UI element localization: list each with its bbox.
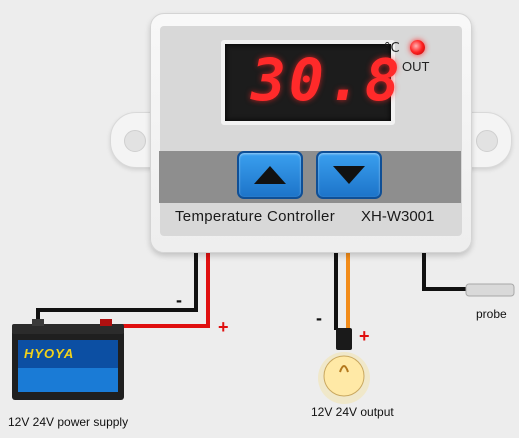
power-negative-wire (36, 252, 198, 325)
led-display: 30.8 (221, 40, 400, 125)
product-name: Temperature Controller (175, 208, 335, 225)
unit-label: °C (384, 41, 400, 56)
mounting-hole (124, 130, 146, 152)
down-button[interactable] (316, 151, 382, 199)
triangle-up-icon (254, 166, 286, 184)
output-indicator-label: OUT (402, 59, 430, 74)
probe-wire (422, 252, 466, 291)
power-positive-wire (108, 252, 210, 328)
light-bulb (318, 328, 370, 404)
probe-caption: probe (476, 307, 507, 321)
temperature-readout: 30.8 (251, 46, 403, 114)
mounting-hole (476, 130, 498, 152)
battery-brand: HYOYA (24, 346, 75, 361)
up-button[interactable] (237, 151, 303, 199)
battery-caption: 12V 24V power supply (8, 415, 129, 429)
output-negative-sign: - (316, 308, 322, 328)
battery-positive-sign: + (218, 317, 229, 337)
output-indicator-led (410, 40, 425, 55)
battery (12, 319, 124, 400)
output-caption: 12V 24V output (311, 405, 394, 419)
output-positive-sign: + (359, 326, 370, 346)
key-band (159, 151, 461, 203)
triangle-down-icon (333, 166, 365, 184)
model-number: XH-W3001 (361, 208, 435, 225)
probe-sensor (465, 283, 515, 297)
battery-negative-sign: - (176, 290, 182, 310)
